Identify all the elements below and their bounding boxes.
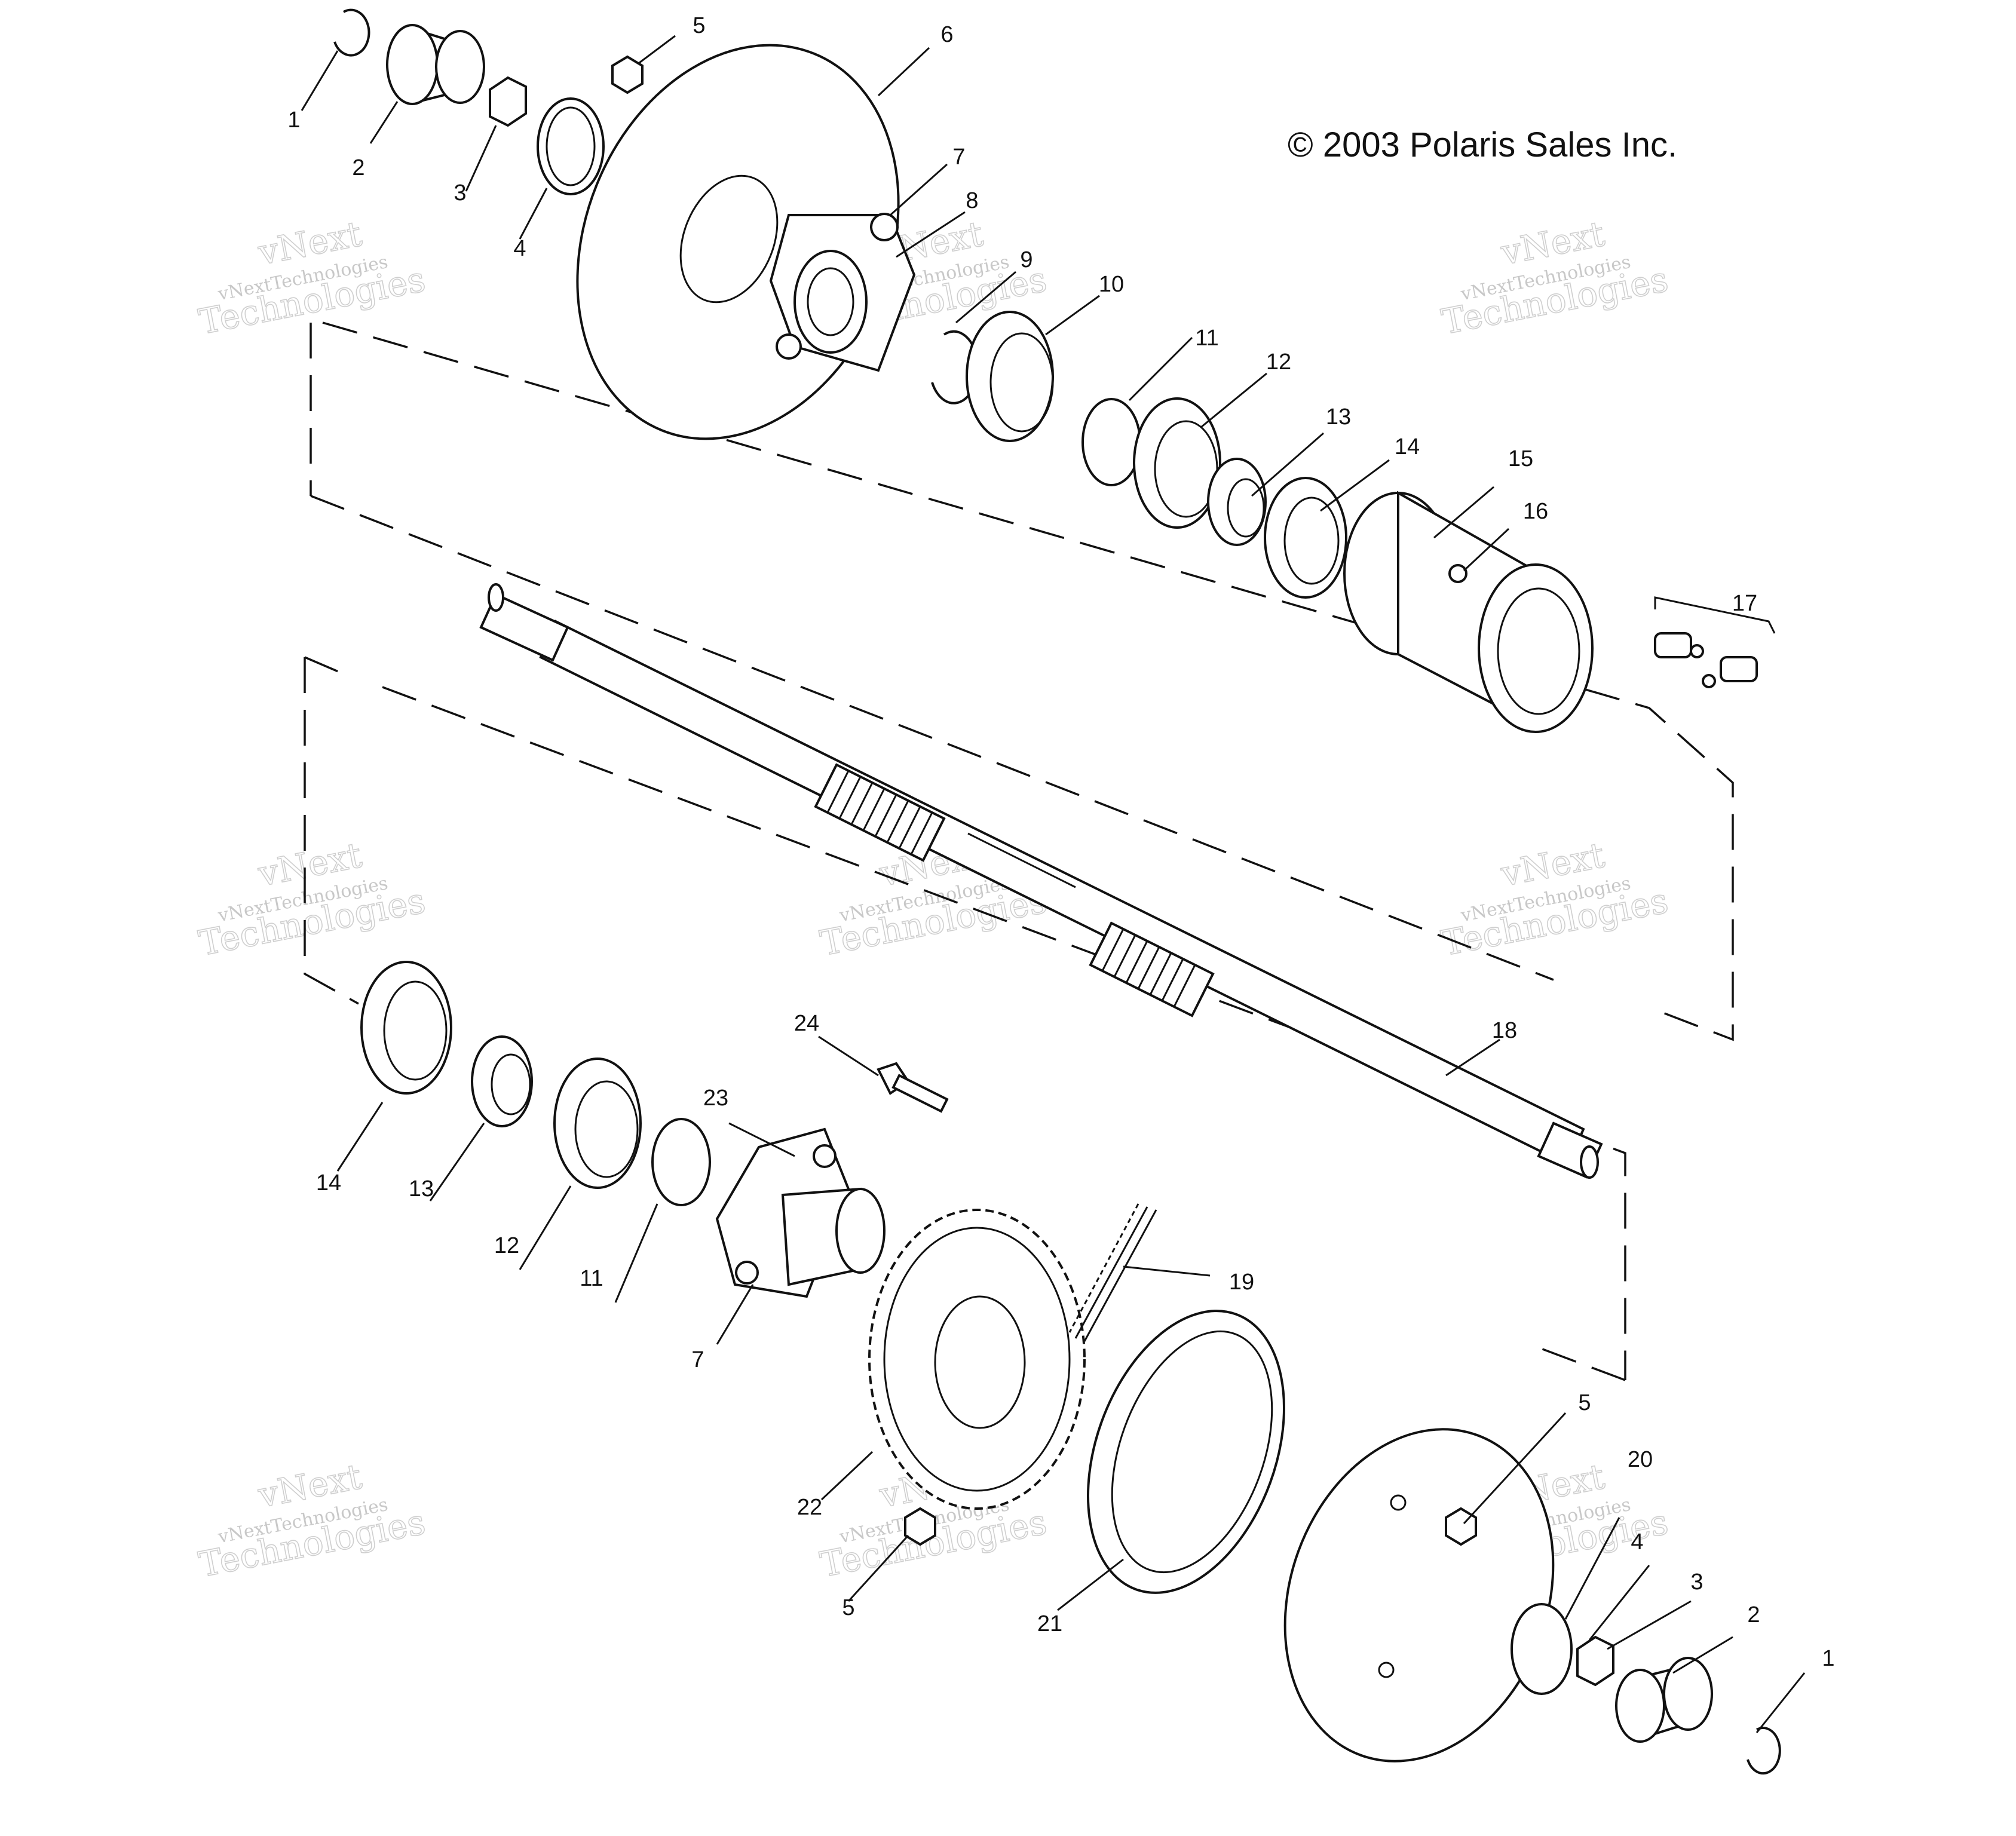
- callout-12-bottom: 12: [494, 1233, 519, 1258]
- spline-section-2: [1089, 921, 1215, 1017]
- callout-8: 8: [966, 188, 978, 213]
- callout-7-top: 7: [952, 145, 965, 170]
- roller-bearing-13: [1207, 458, 1267, 546]
- small-nut-bottom: [1445, 1507, 1477, 1546]
- callout-17: 17: [1732, 591, 1757, 616]
- callout-15: 15: [1508, 446, 1533, 471]
- callout-7-bottom: 7: [691, 1347, 704, 1372]
- seal-14-top: [1264, 477, 1347, 599]
- callout-3-bottom: 3: [1690, 1570, 1703, 1595]
- callout-24: 24: [794, 1011, 819, 1036]
- watermark: vNext vNext Technologies Technologies: [1438, 834, 1672, 964]
- bearing-housing-15: [1343, 491, 1594, 733]
- callout-2-bottom: 2: [1747, 1602, 1760, 1627]
- drive-chain-19: [1068, 1203, 1157, 1342]
- callout-2-top: 2: [352, 155, 364, 180]
- sprocket-22: [868, 1209, 1086, 1510]
- assembly-outline-upper: [310, 321, 1734, 1041]
- spline-section-1: [814, 763, 946, 862]
- callout-4-top: 4: [513, 236, 526, 261]
- callout-13-bottom: 13: [409, 1176, 434, 1201]
- callout-11-bottom: 11: [580, 1266, 603, 1291]
- callout-5-top: 5: [693, 13, 705, 38]
- callout-18: 18: [1492, 1018, 1517, 1043]
- brake-ring-21: [1087, 1310, 1285, 1594]
- seal-14-bottom: [360, 961, 452, 1095]
- o-ring-11: [1081, 398, 1141, 486]
- nut-bottom: [1576, 1635, 1614, 1687]
- callout-14-top: 14: [1395, 434, 1420, 459]
- assembly-outline-lower: [304, 656, 1626, 1381]
- callout-4-bottom: 4: [1631, 1530, 1643, 1555]
- hub-top: [769, 213, 916, 372]
- callout-20: 20: [1628, 1447, 1653, 1472]
- watermark: vNext vNext Technologies Technologies: [195, 213, 429, 343]
- seal-10: [966, 311, 1054, 442]
- callout-22: 22: [797, 1495, 822, 1520]
- bushing-bottom: [1615, 1657, 1713, 1743]
- o-ring-bottom: [1511, 1603, 1573, 1695]
- o-ring-top: [537, 97, 605, 195]
- o-ring-11-bottom: [651, 1118, 711, 1206]
- callout-3-top: 3: [454, 180, 466, 206]
- bearing-cup-12: [1133, 397, 1221, 529]
- callout-11-top: 11: [1195, 326, 1218, 351]
- axle-shaft: [479, 583, 1603, 1179]
- watermark: vNext vNext Technologies Technologies: [195, 1455, 429, 1586]
- callout-21: 21: [1037, 1611, 1062, 1636]
- callout-12-top: 12: [1266, 350, 1291, 375]
- callout-6: 6: [940, 22, 953, 47]
- callout-5-middle: 5: [842, 1595, 854, 1620]
- callout-16: 16: [1523, 499, 1548, 524]
- leader-lines: [301, 35, 1806, 1733]
- small-nut-mid: [904, 1507, 936, 1546]
- callout-9: 9: [1020, 247, 1032, 272]
- callout-5-bottom: 5: [1578, 1390, 1591, 1415]
- callout-labels: 1 2 3 4 5 6 7 8 9 10 11 12 13 14 15 16 1…: [287, 13, 1834, 1671]
- sprocket-hub-23: [715, 1127, 886, 1298]
- brake-disc-bottom: [1283, 1428, 1555, 1763]
- callout-14-bottom: 14: [316, 1170, 341, 1196]
- bushing-top: [386, 24, 485, 105]
- callout-10: 10: [1099, 272, 1124, 297]
- nut-top: [489, 76, 527, 127]
- copyright-text: © 2003 Polaris Sales Inc.: [1288, 125, 1677, 164]
- snap-ring-bottom: [1747, 1727, 1781, 1775]
- snap-ring-top: [333, 8, 370, 57]
- bolt-24: [877, 1062, 949, 1113]
- watermark: vNext vNext Technologies Technologies: [1438, 213, 1672, 343]
- roller-bearing-13-bottom: [471, 1035, 533, 1127]
- small-nut-top: [611, 55, 644, 94]
- link-kit-17: [1654, 596, 1776, 688]
- callout-1-bottom: 1: [1822, 1646, 1834, 1671]
- callout-19: 19: [1229, 1270, 1254, 1295]
- bearing-cup-12-bottom: [553, 1058, 642, 1189]
- watermark: vNext vNext Technologies Technologies: [195, 834, 429, 964]
- callout-13-top: 13: [1326, 404, 1351, 430]
- callout-1-top: 1: [287, 108, 300, 133]
- callout-23: 23: [703, 1086, 728, 1111]
